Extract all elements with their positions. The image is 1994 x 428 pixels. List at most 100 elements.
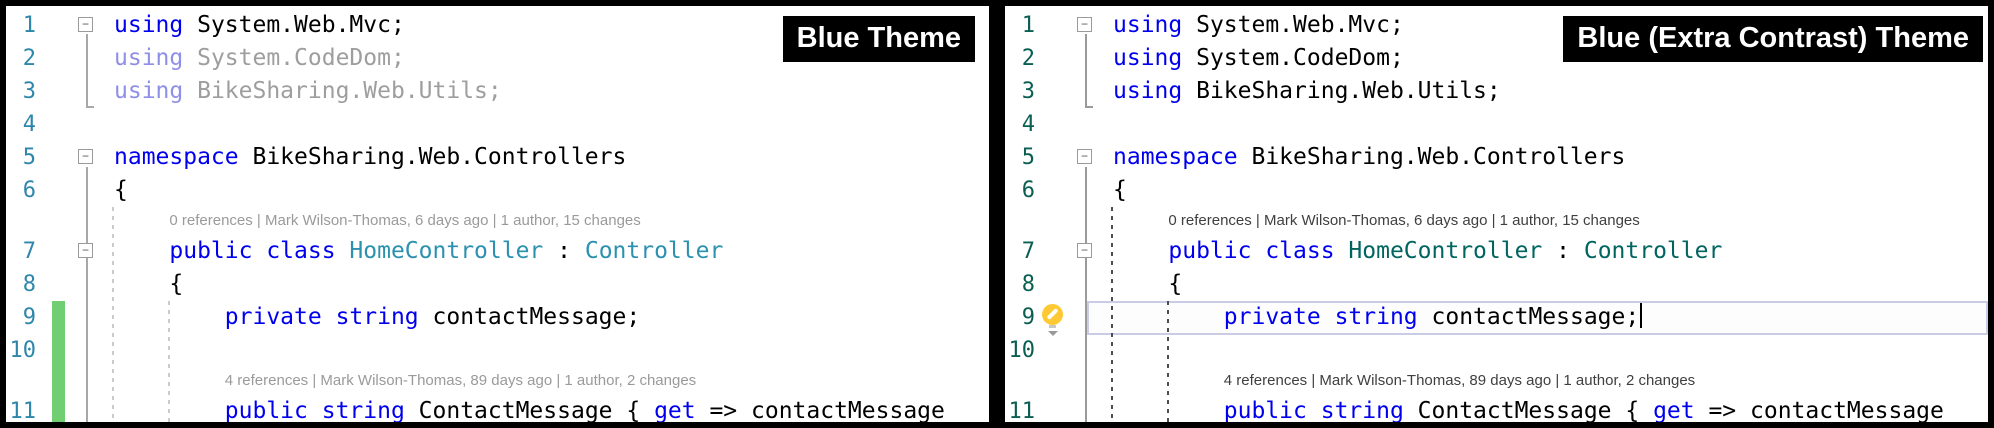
code-line-row: 6{ <box>6 174 989 207</box>
fold-collapse-icon[interactable]: − <box>1077 17 1092 32</box>
code-line-row: 4 <box>1005 108 1988 141</box>
line-number[interactable]: 2 <box>1021 46 1035 71</box>
outline-margin: − <box>66 9 106 42</box>
code-line-row: 10 <box>1005 334 1988 367</box>
code-line[interactable]: { <box>1105 268 1988 301</box>
line-number[interactable]: 8 <box>1021 272 1035 297</box>
code-token: HomeController <box>349 238 544 264</box>
line-number[interactable]: 9 <box>22 305 36 330</box>
glyph-margin <box>1043 141 1065 174</box>
line-number[interactable]: 6 <box>1021 178 1035 203</box>
outline-connector-line <box>86 34 94 108</box>
code-line[interactable] <box>1105 108 1988 141</box>
code-line[interactable]: namespace BikeSharing.Web.Controllers <box>1105 141 1988 174</box>
line-number[interactable]: 1 <box>1021 13 1035 38</box>
glyph-margin <box>44 75 66 108</box>
code-token: public class <box>169 238 336 264</box>
line-number[interactable]: 3 <box>22 79 36 104</box>
indent-guide <box>1111 207 1113 422</box>
glyph-margin <box>1043 334 1065 367</box>
line-number[interactable]: 11 <box>9 399 37 422</box>
code-token: : <box>543 238 585 264</box>
code-token: : <box>1542 238 1584 264</box>
code-token: => contactMessage <box>1694 398 1944 422</box>
quick-actions-lightbulb-icon[interactable] <box>1041 304 1065 336</box>
fold-collapse-icon[interactable]: − <box>1077 149 1092 164</box>
line-number[interactable]: 1 <box>22 13 36 38</box>
outline-margin <box>66 174 106 207</box>
glyph-margin <box>1043 108 1065 141</box>
code-line-row: 5 −namespace BikeSharing.Web.Controllers <box>1005 141 1988 174</box>
code-line[interactable]: { <box>106 268 989 301</box>
line-number[interactable]: 7 <box>1021 239 1035 264</box>
line-number[interactable]: 11 <box>1008 399 1036 422</box>
code-line[interactable]: using System.Web.Mvc; <box>1105 9 1988 42</box>
outline-connector-line <box>1085 34 1093 108</box>
code-token: private string <box>1223 304 1418 330</box>
code-token: get <box>654 398 696 422</box>
code-line[interactable]: using System.CodeDom; <box>1105 42 1988 75</box>
glyph-margin <box>1043 42 1065 75</box>
code-line[interactable]: public class HomeController : Controller <box>1105 235 1988 268</box>
glyph-margin <box>44 108 66 141</box>
outline-margin <box>1065 395 1105 422</box>
fold-collapse-icon[interactable]: − <box>78 149 93 164</box>
code-token: using <box>114 78 184 104</box>
code-token: BikeSharing.Web.Utils; <box>183 78 502 104</box>
code-line-row: 1 −using System.Web.Mvc; <box>6 9 989 42</box>
code-line[interactable]: public string ContactMessage { get => co… <box>106 395 989 422</box>
code-line[interactable] <box>106 334 989 367</box>
code-line[interactable]: { <box>1105 174 1988 207</box>
code-token: { <box>1113 177 1127 203</box>
outline-margin: − <box>1065 235 1105 268</box>
outline-margin <box>66 42 106 75</box>
code-line[interactable]: public string ContactMessage { get => co… <box>1105 395 1988 422</box>
outline-margin <box>1065 108 1105 141</box>
code-line[interactable]: using System.Web.Mvc; <box>106 9 989 42</box>
line-number[interactable]: 10 <box>1008 338 1036 363</box>
code-line[interactable]: using BikeSharing.Web.Utils; <box>106 75 989 108</box>
line-number[interactable]: 2 <box>22 46 36 71</box>
code-line[interactable]: public class HomeController : Controller <box>106 235 989 268</box>
line-number[interactable]: 5 <box>22 145 36 170</box>
code-line[interactable]: using BikeSharing.Web.Utils; <box>1105 75 1988 108</box>
code-token: ContactMessage { <box>404 398 655 422</box>
line-number[interactable]: 10 <box>9 338 37 363</box>
line-number[interactable]: 4 <box>22 112 36 137</box>
line-number[interactable]: 9 <box>1021 305 1035 330</box>
code-line[interactable]: private string contactMessage; <box>1105 301 1988 334</box>
fold-collapse-icon[interactable]: − <box>78 243 93 258</box>
code-line[interactable] <box>1105 334 1988 367</box>
code-token: get <box>1653 398 1695 422</box>
line-number[interactable]: 5 <box>1021 145 1035 170</box>
code-line[interactable]: private string contactMessage; <box>106 301 989 334</box>
line-number[interactable]: 8 <box>22 272 36 297</box>
fold-collapse-icon[interactable]: − <box>78 17 93 32</box>
outline-margin <box>1065 334 1105 367</box>
line-number[interactable]: 4 <box>1021 112 1035 137</box>
codelens-indicator[interactable]: 0 references | Mark Wilson-Thomas, 6 day… <box>1168 212 1640 229</box>
code-token: private string <box>224 304 419 330</box>
code-line-row: 8{ <box>6 268 989 301</box>
code-line[interactable]: using System.CodeDom; <box>106 42 989 75</box>
codelens-indicator[interactable]: 0 references | Mark Wilson-Thomas, 6 day… <box>169 212 641 229</box>
fold-collapse-icon[interactable]: − <box>1077 243 1092 258</box>
code-line-row: 2 using System.CodeDom; <box>1005 42 1988 75</box>
codelens-indicator[interactable]: 4 references | Mark Wilson-Thomas, 89 da… <box>1223 372 1696 389</box>
outline-margin <box>66 334 106 367</box>
line-number[interactable]: 6 <box>22 178 36 203</box>
code-line[interactable]: namespace BikeSharing.Web.Controllers <box>106 141 989 174</box>
code-token: { <box>1168 271 1183 297</box>
line-number[interactable]: 7 <box>22 239 36 264</box>
indent-guide <box>112 207 114 422</box>
code-token: namespace <box>114 144 239 170</box>
line-number[interactable]: 3 <box>1021 79 1035 104</box>
code-line[interactable] <box>106 108 989 141</box>
glyph-margin <box>1043 174 1065 207</box>
outline-margin <box>66 301 106 334</box>
codelens-indicator[interactable]: 4 references | Mark Wilson-Thomas, 89 da… <box>224 372 697 389</box>
code-line[interactable]: { <box>106 174 989 207</box>
outline-margin <box>1065 268 1105 301</box>
code-token: Controller <box>1583 238 1723 264</box>
